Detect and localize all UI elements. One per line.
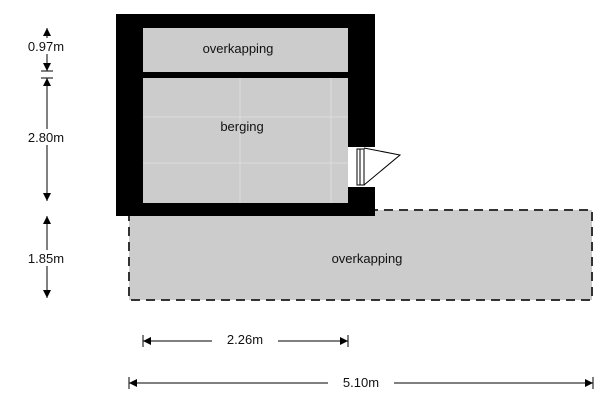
top-overkapping-room: [143, 28, 348, 72]
berging-room: [143, 78, 348, 203]
floor-grid: [143, 78, 348, 203]
dimension-1-85: 1.85m: [28, 251, 64, 266]
room-label-top-overkapping: overkapping: [203, 41, 274, 56]
door: [348, 147, 402, 187]
room-label-berging: berging: [220, 119, 263, 134]
dimension-0-97: 0.97m: [28, 39, 64, 54]
dimension-2-26: 2.26m: [227, 332, 263, 347]
dimension-2-80: 2.80m: [28, 130, 64, 145]
dimension-5-10: 5.10m: [343, 375, 379, 390]
room-label-bottom-overkapping: overkapping: [332, 251, 403, 266]
